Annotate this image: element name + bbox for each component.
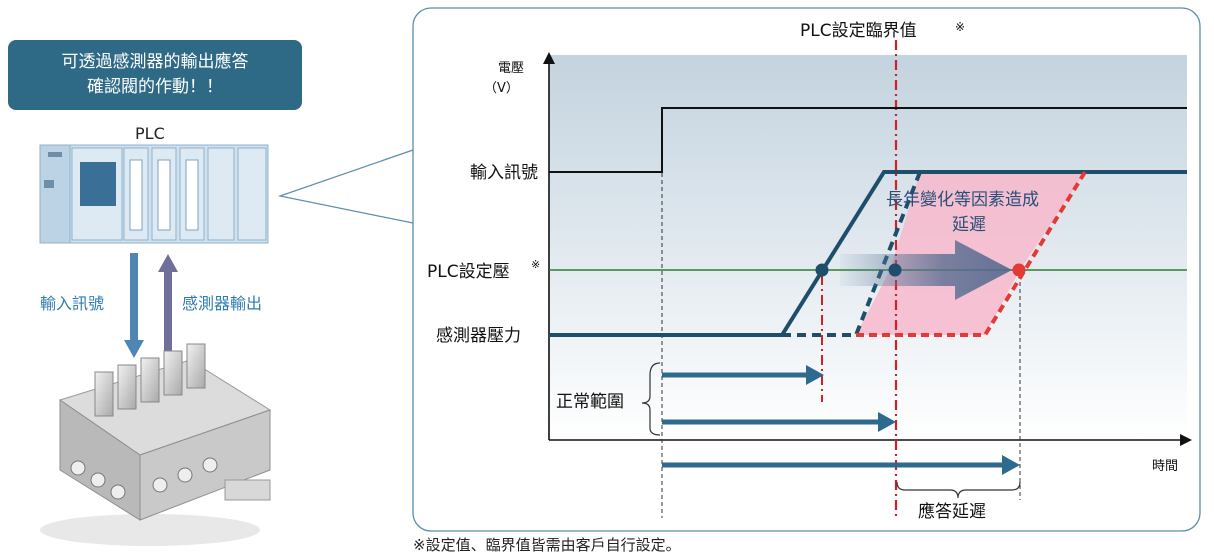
timing-arrow-normal-1-head (806, 365, 824, 385)
response-delay-label: 應答延遲 (918, 501, 986, 522)
sensor-pressure-delayed (856, 170, 1087, 337)
callout-box: 可透過感測器的輸出應答 確認閥的作動！！ (8, 40, 302, 110)
sensor-output-side-label: 感測器輸出 (182, 294, 263, 313)
sensor-pressure-normal (549, 170, 1187, 337)
input-signal-line (549, 107, 1187, 173)
callout-line-1: 可透過感測器的輸出應答 (61, 52, 249, 72)
row-label-sensor-pressure: 感測器壓力 (436, 326, 521, 346)
row-label-input-signal: 輸入訊號 (470, 163, 538, 183)
x-axis-label: 時間 (1152, 459, 1178, 474)
delay-cause-line1: 長年變化等因素造成 (886, 190, 1039, 210)
normal-crossing-point (815, 263, 829, 277)
timing-arrow-normal-2-head (878, 412, 896, 432)
input-signal-side-label: 輸入訊號 (40, 294, 105, 313)
y-axis-label-line2: （V） (484, 81, 519, 96)
plc-label: PLC (135, 124, 165, 143)
delay-shift-arrow (840, 240, 1012, 300)
threshold-crossing-point (888, 263, 902, 277)
threshold-title-mark: ※ (955, 20, 965, 34)
threshold-title: PLC設定臨界值 (800, 21, 917, 41)
delayed-crossing-point (1012, 263, 1026, 277)
normal-range-label: 正常範圍 (556, 392, 624, 412)
normal-range-brace (641, 362, 661, 436)
input-signal-arrow-head (124, 340, 144, 358)
chart-plot-background (549, 55, 1187, 440)
row-label-plc-setting: PLC設定壓 (427, 262, 510, 282)
timing-arrow-delayed-head (1002, 455, 1020, 475)
x-axis-arrow (1180, 434, 1192, 446)
footnote: ※設定值、臨界值皆需由客戶自行設定。 (413, 536, 681, 554)
valve-manifold-image (40, 343, 272, 546)
zoom-callout-wedge (277, 149, 414, 224)
plc-device (39, 144, 269, 244)
row-label-plc-setting-mark: ※ (531, 258, 540, 271)
delay-cause-line2: 延遲 (952, 215, 986, 235)
response-delay-bracket (896, 481, 1021, 499)
y-axis-label-line1: 電壓 (498, 61, 524, 76)
callout-line-2: 確認閥的作動！！ (87, 77, 223, 97)
sensor-output-arrow-head (158, 254, 178, 272)
y-axis-arrow (543, 52, 555, 64)
